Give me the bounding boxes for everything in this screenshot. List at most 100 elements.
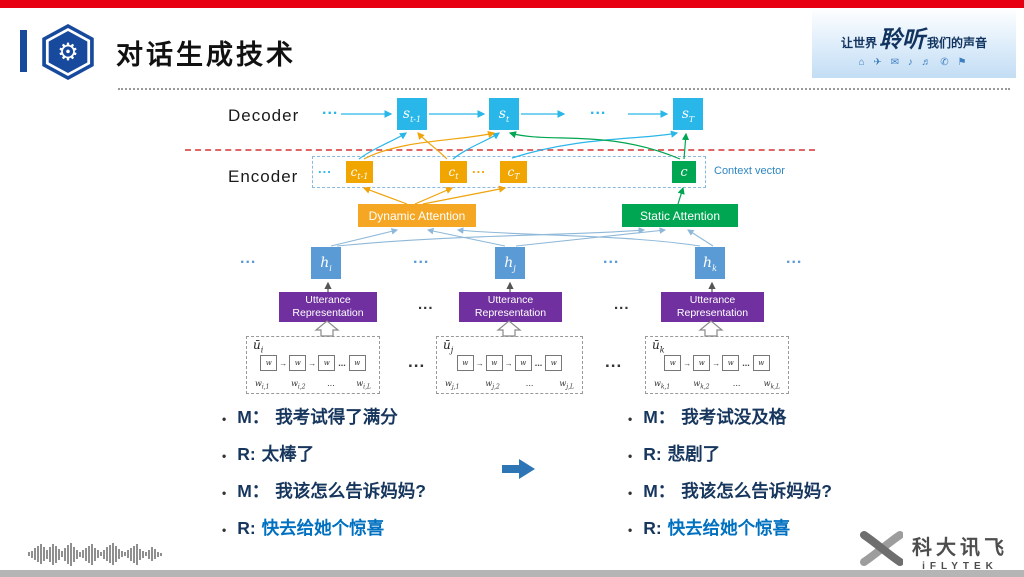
word-cell: w	[514, 355, 532, 371]
utterance-line2: Representation	[292, 307, 364, 319]
word-cell: w	[289, 355, 307, 371]
ellipsis-decoder-mid: ...	[590, 101, 607, 118]
dialogue-text: 我该怎么告诉妈妈?	[275, 481, 426, 501]
gear-icon: ⚙	[57, 38, 79, 66]
context-vector-label: Context vector	[714, 165, 785, 177]
word-cell: w	[664, 355, 682, 371]
dialogue-text: 我考试得了满分	[275, 407, 398, 427]
word-cell: w	[752, 355, 770, 371]
right-arrow-icon: →	[504, 358, 513, 368]
dialogue-left: •M：我考试得了满分 •R:太棒了 •M：我该怎么告诉妈妈? •R:快去给她个惊…	[222, 404, 562, 552]
bullet-icon: •	[628, 486, 633, 500]
node-sub: t-1	[410, 114, 422, 124]
utterance-line2: Representation	[676, 307, 749, 319]
utterance-vector-label: ūk	[652, 338, 665, 354]
utterance-box-j: Utterance Representation	[459, 292, 562, 322]
word-cell-row: w→w→w...w	[650, 355, 784, 371]
speaker-label: M：	[237, 407, 270, 427]
brand-text: 科大讯飞 iFLYTEK	[912, 531, 1008, 572]
node-base: c	[350, 165, 358, 179]
banner-slogan-post: 我们的声音	[927, 36, 988, 50]
ellipsis-context-left: ...	[318, 161, 332, 176]
dialogue-row: •M：我考试得了满分	[222, 404, 562, 429]
utterance-vector-label: ūj	[443, 338, 453, 354]
waveform-graphic	[28, 540, 162, 568]
decoder-encoder-divider	[185, 149, 815, 151]
bullet-icon: •	[628, 412, 633, 426]
ellipsis-hidden-1: ...	[240, 250, 257, 267]
node-base: c	[680, 164, 688, 180]
utterance-vector-label: ūi	[253, 338, 263, 354]
node-sub: T	[514, 171, 520, 181]
utterance-line1: Utterance	[487, 293, 534, 306]
word-label: wk,1	[654, 379, 671, 391]
word-cell-row: w→w→w...w	[441, 355, 578, 371]
dialogue-text: 我考试没及格	[681, 407, 787, 427]
node-sub: i	[260, 345, 264, 355]
brand-block: 科大讯飞 iFLYTEK	[859, 531, 1008, 572]
brand-logo-x-icon	[859, 531, 904, 572]
node-sub: t	[455, 171, 459, 181]
node-base: s	[498, 106, 506, 122]
word-cell: w	[485, 355, 503, 371]
node-sub: t-1	[357, 171, 369, 181]
dialogue-row: •R:快去给她个惊喜	[222, 515, 562, 540]
word-label-row: wi,1 wi,2 ... wi,L	[255, 379, 371, 391]
encoder-label: Encoder	[228, 167, 299, 186]
node-base: ū	[443, 338, 451, 352]
dialogue-right: •M：我考试没及格 •R:悲剧了 •M：我该怎么告诉妈妈? •R:快去给她个惊喜	[628, 404, 968, 552]
dialogue-text: 太棒了	[261, 444, 315, 464]
static-attention-box: Static Attention	[622, 204, 738, 227]
node-sub: T	[688, 114, 695, 124]
top-red-bar	[0, 0, 1024, 8]
right-arrow-icon: →	[279, 358, 288, 368]
node-sub: j	[450, 345, 454, 355]
banner-slogan-pre: 让世界	[840, 36, 877, 50]
transform-arrow-icon	[501, 456, 537, 487]
dialogue-row: •M：我该怎么告诉妈妈?	[628, 478, 968, 503]
speaker-label: M：	[237, 481, 270, 501]
ellipsis-groups-2: ...	[605, 352, 623, 371]
dialogue-text: 悲剧了	[667, 444, 721, 464]
block-arrow-up	[314, 320, 724, 337]
word-cell: w	[722, 355, 740, 371]
word-group-j: ūj w→w→w...w wj,1 wj,2 ... wj,L	[436, 336, 583, 394]
node-base: c	[448, 165, 456, 179]
speaker-label: R:	[237, 444, 256, 464]
node-sub: k	[659, 345, 665, 355]
bullet-icon: •	[222, 486, 227, 500]
word-label: wj,L	[559, 379, 574, 391]
word-label: wi,L	[356, 379, 371, 391]
bottom-gray-bar	[0, 570, 1024, 577]
banner-icons-row: ⌂ ✈ ✉ ♪ ♬ ✆ ⚑	[858, 57, 970, 68]
word-label: wk,L	[763, 379, 780, 391]
word-label-row: wk,1 wk,2 ... wk,L	[654, 379, 780, 391]
node-sub: i	[329, 263, 332, 273]
bullet-icon: •	[628, 449, 633, 463]
speaker-label: M：	[643, 481, 676, 501]
speaker-label: R:	[643, 444, 662, 464]
bullet-icon: •	[628, 523, 633, 537]
node-base: ū	[652, 338, 660, 352]
title-accent-bar	[20, 30, 27, 72]
word-label-row: wj,1 wj,2 ... wj,L	[445, 379, 574, 391]
word-group-i: ūi w→w→w...w wi,1 wi,2 ... wi,L	[246, 336, 380, 394]
ellipsis-word-labels: ...	[327, 379, 335, 389]
word-label: wj,1	[445, 379, 460, 391]
ellipsis-hidden-4: ...	[786, 250, 803, 267]
word-label: wk,2	[693, 379, 710, 391]
dialogue-row: •M：我考试没及格	[628, 404, 968, 429]
word-cell: w	[348, 355, 366, 371]
banner-slogan: 让世界 聆听 我们的声音	[841, 20, 987, 54]
node-base: h	[703, 255, 713, 271]
word-label: wi,1	[255, 379, 270, 391]
ellipsis-word-labels: ...	[525, 379, 534, 389]
node-sub: j	[513, 263, 516, 273]
